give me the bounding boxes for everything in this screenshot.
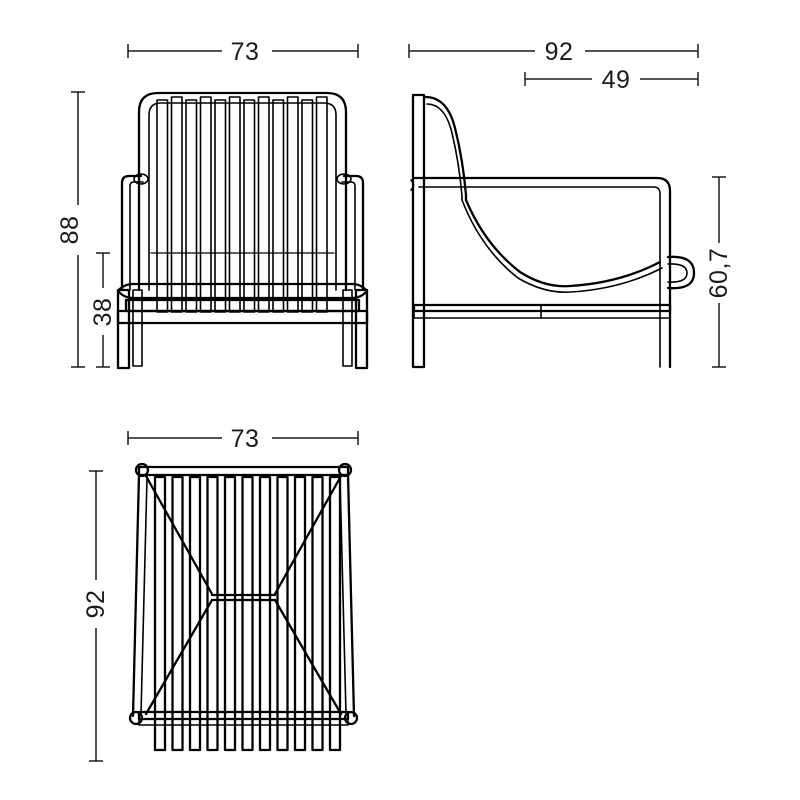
- rear-leg-left: [132, 289, 143, 367]
- slat: [328, 475, 342, 752]
- backrest-curve-outer: [422, 95, 468, 202]
- slat: [276, 475, 289, 752]
- armrest-left-inner: [129, 181, 144, 291]
- top-left-inner-rail: [140, 477, 148, 715]
- loop-handle-inner: [667, 263, 688, 283]
- armrest-right-outer: [342, 174, 365, 292]
- slat: [185, 99, 198, 313]
- slat: [241, 475, 254, 752]
- slat: [171, 475, 184, 752]
- slat: [170, 96, 183, 313]
- side-depth-dimension: 92: [408, 38, 699, 66]
- backrest-slats: [156, 96, 328, 313]
- slat: [228, 96, 241, 313]
- rear-leg-right: [342, 289, 353, 367]
- seat-front-rail: [116, 282, 369, 300]
- corner-node-top-right: [337, 462, 353, 478]
- corner-node-top-left: [134, 462, 150, 478]
- top-depth-label: 92: [82, 590, 110, 619]
- corner-node-bottom-right: [343, 710, 359, 726]
- front-leg-left: [116, 288, 131, 370]
- front-view-chair: [116, 91, 369, 370]
- top-width-dimension: 73: [127, 425, 359, 453]
- seat-height-label: 38: [89, 298, 117, 327]
- armrest-right: [336, 173, 365, 292]
- top-view-back-rail: [137, 465, 350, 477]
- slat: [214, 99, 227, 313]
- front-width-dimension: 73: [127, 38, 359, 66]
- armrest-left-outer: [120, 174, 143, 292]
- seat-depth-dimension: 49: [524, 66, 699, 94]
- slat: [286, 96, 299, 313]
- seat-height-dimension: 38: [89, 252, 117, 368]
- armrest-left-cap: [133, 173, 149, 185]
- side-lower-rail-lower: [413, 310, 671, 319]
- slat: [315, 96, 328, 313]
- side-view-chair: [410, 93, 696, 369]
- top-right-outer-rail: [346, 472, 356, 718]
- top-depth-dimension: 92: [82, 470, 110, 762]
- front-width-label: 73: [231, 38, 260, 66]
- slat: [153, 475, 167, 752]
- slat: [188, 475, 202, 752]
- backrest-inner-frame: [148, 102, 337, 291]
- slat: [272, 99, 285, 313]
- armrest-right-cap: [336, 173, 352, 185]
- top-left-outer-rail: [131, 472, 141, 718]
- corner-node-bottom-left: [128, 710, 144, 726]
- armrest-rail-end-cap: [410, 179, 415, 191]
- slat: [257, 96, 270, 313]
- armrest-rail-inner: [418, 186, 661, 368]
- lower-rail-upper: [124, 298, 361, 313]
- slat: [223, 475, 237, 752]
- backrest-curve-inner: [426, 103, 463, 201]
- top-width-label: 73: [231, 425, 260, 453]
- slat: [301, 99, 314, 313]
- slat: [206, 475, 219, 752]
- slat: [311, 475, 324, 752]
- slat: [293, 475, 307, 752]
- arm-height-dimension: 60,7: [705, 176, 733, 368]
- arm-height-label: 60,7: [705, 248, 733, 299]
- front-height-label: 88: [56, 216, 84, 245]
- slat: [258, 475, 272, 752]
- seat-profile-inner: [461, 199, 663, 294]
- armrest-rail-outer: [412, 176, 672, 369]
- armrest-left: [120, 173, 149, 292]
- back-upright-post: [411, 93, 426, 369]
- slat: [156, 99, 169, 313]
- front-leg-right: [354, 288, 369, 370]
- side-lower-rail-upper: [412, 303, 672, 313]
- armrest-right-inner: [341, 181, 356, 291]
- backrest-outer-frame: [137, 91, 348, 292]
- top-view-chair: [128, 462, 359, 752]
- slat: [243, 99, 256, 313]
- seat-depth-label: 49: [602, 66, 631, 94]
- slat: [199, 96, 212, 313]
- front-height-dimension: 88: [56, 91, 85, 368]
- lower-rail-lower: [116, 309, 369, 325]
- top-view-slats: [153, 475, 342, 752]
- side-depth-label: 92: [545, 38, 574, 66]
- seat-profile-outer: [464, 198, 662, 288]
- loop-handle-outer: [666, 255, 696, 290]
